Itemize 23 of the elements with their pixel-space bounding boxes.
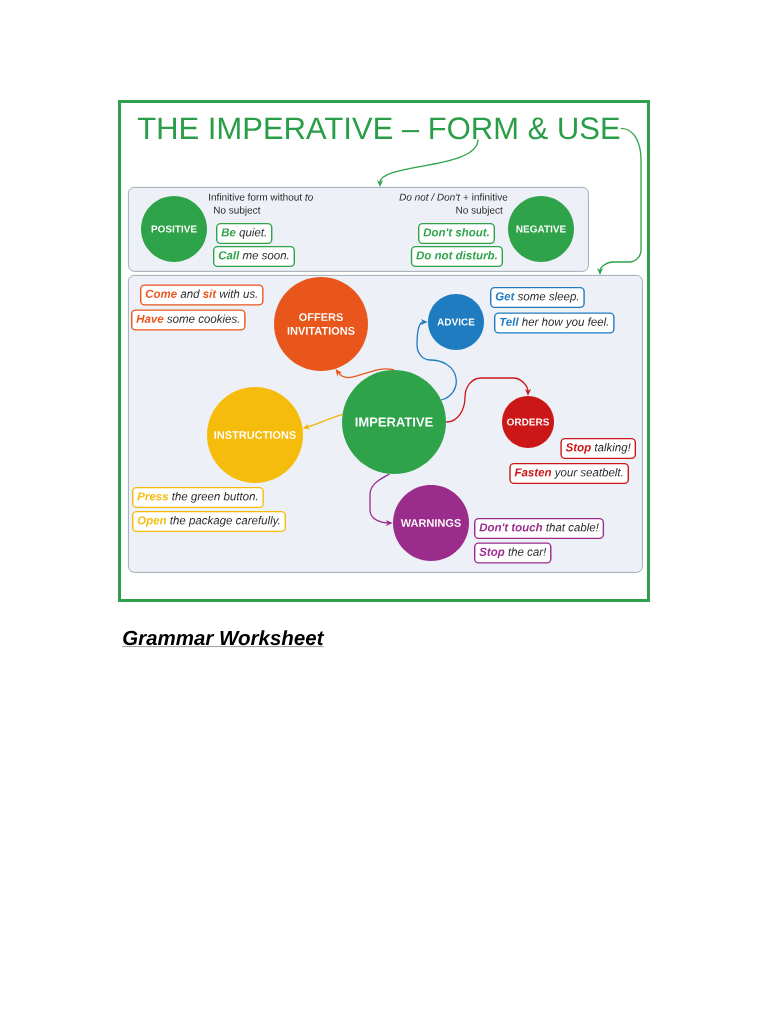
example-box: Come and sit with us. (140, 284, 264, 306)
example-box: Stop talking! (560, 437, 636, 460)
title: THE IMPERATIVE – FORM & USE (137, 117, 620, 140)
example-box: Don't touch that cable! (474, 517, 605, 540)
rule-text: No subject (456, 206, 503, 216)
example-box: Don't shout. (418, 222, 495, 245)
example-box: Open the package carefully. (132, 510, 286, 533)
caption: Grammar Worksheet (122, 630, 325, 647)
example-box: Have some cookies. (131, 309, 246, 331)
example-box: Call me soon. (213, 245, 295, 268)
arrow (335, 368, 395, 379)
example-box: Be quiet. (216, 222, 273, 245)
example-box: Tell her how you feel. (494, 312, 615, 334)
arrow (416, 318, 457, 401)
example-box: Fasten your seatbelt. (509, 462, 629, 485)
example-box: Press the green button. (132, 486, 264, 509)
example-box: Do not disturb. (410, 245, 503, 268)
rule-text: Infinitive form without to (209, 193, 313, 201)
example-box: Get some sleep. (490, 286, 585, 309)
arrow (445, 377, 532, 423)
example-box: Stop the car! (474, 542, 552, 564)
rule-text: Do not / Don't + infinitive (399, 193, 508, 201)
rule-text: No subject (214, 206, 261, 216)
